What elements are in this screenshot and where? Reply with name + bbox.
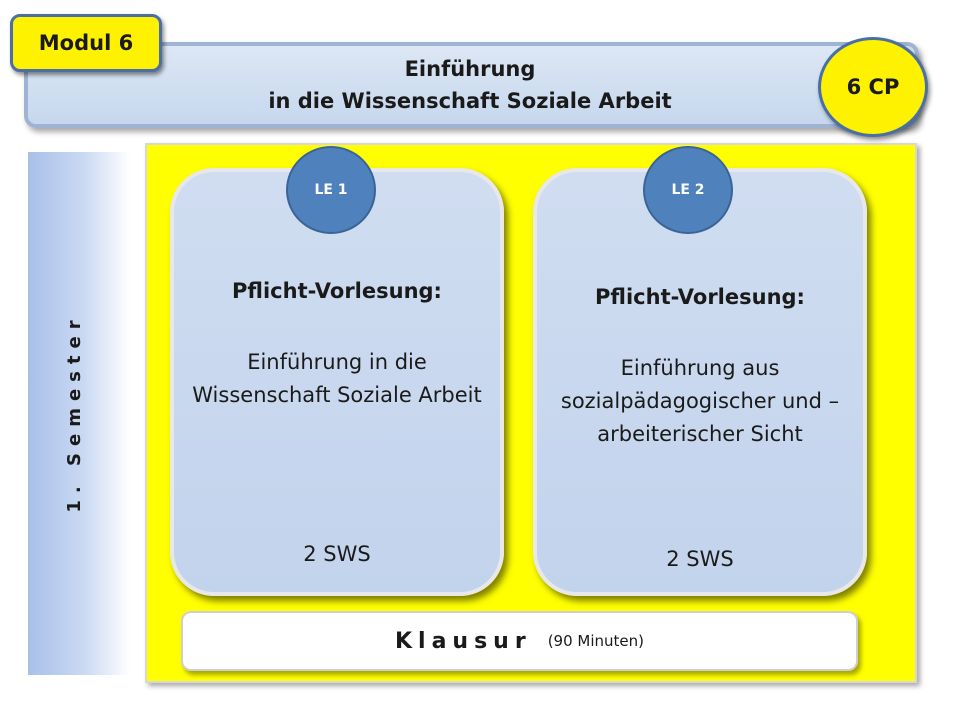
course-heading: Pflicht-Vorlesung: (232, 279, 442, 303)
credit-points-badge: 6 CP (818, 37, 928, 137)
module-title-line-1: Einführung (404, 57, 536, 81)
module-title-line-2: in die Wissenschaft Soziale Arbeit (268, 89, 672, 113)
module-title-banner (24, 42, 919, 128)
semester-label: 1. Semester (64, 313, 85, 513)
course-heading: Pflicht-Vorlesung: (595, 285, 805, 309)
module-number-tag: Modul 6 (10, 14, 162, 72)
course-sws: 2 SWS (303, 542, 371, 566)
course-description: Einführung in die Wissenschaft Soziale A… (192, 350, 482, 407)
course-card-le1 (170, 168, 504, 596)
learning-unit-badge-le1: LE 1 (286, 146, 376, 234)
course-description: Einführung aus sozialpädagogischer und –… (560, 356, 840, 446)
course-sws: 2 SWS (666, 547, 734, 571)
course-card-le2 (533, 168, 867, 596)
exam-duration: (90 Minuten) (547, 632, 644, 650)
semester-bar (28, 152, 130, 675)
exam-title: Klausur (394, 628, 532, 654)
exam-bar: Klausur (90 Minuten) (181, 611, 858, 671)
learning-unit-badge-le2: LE 2 (643, 146, 733, 234)
